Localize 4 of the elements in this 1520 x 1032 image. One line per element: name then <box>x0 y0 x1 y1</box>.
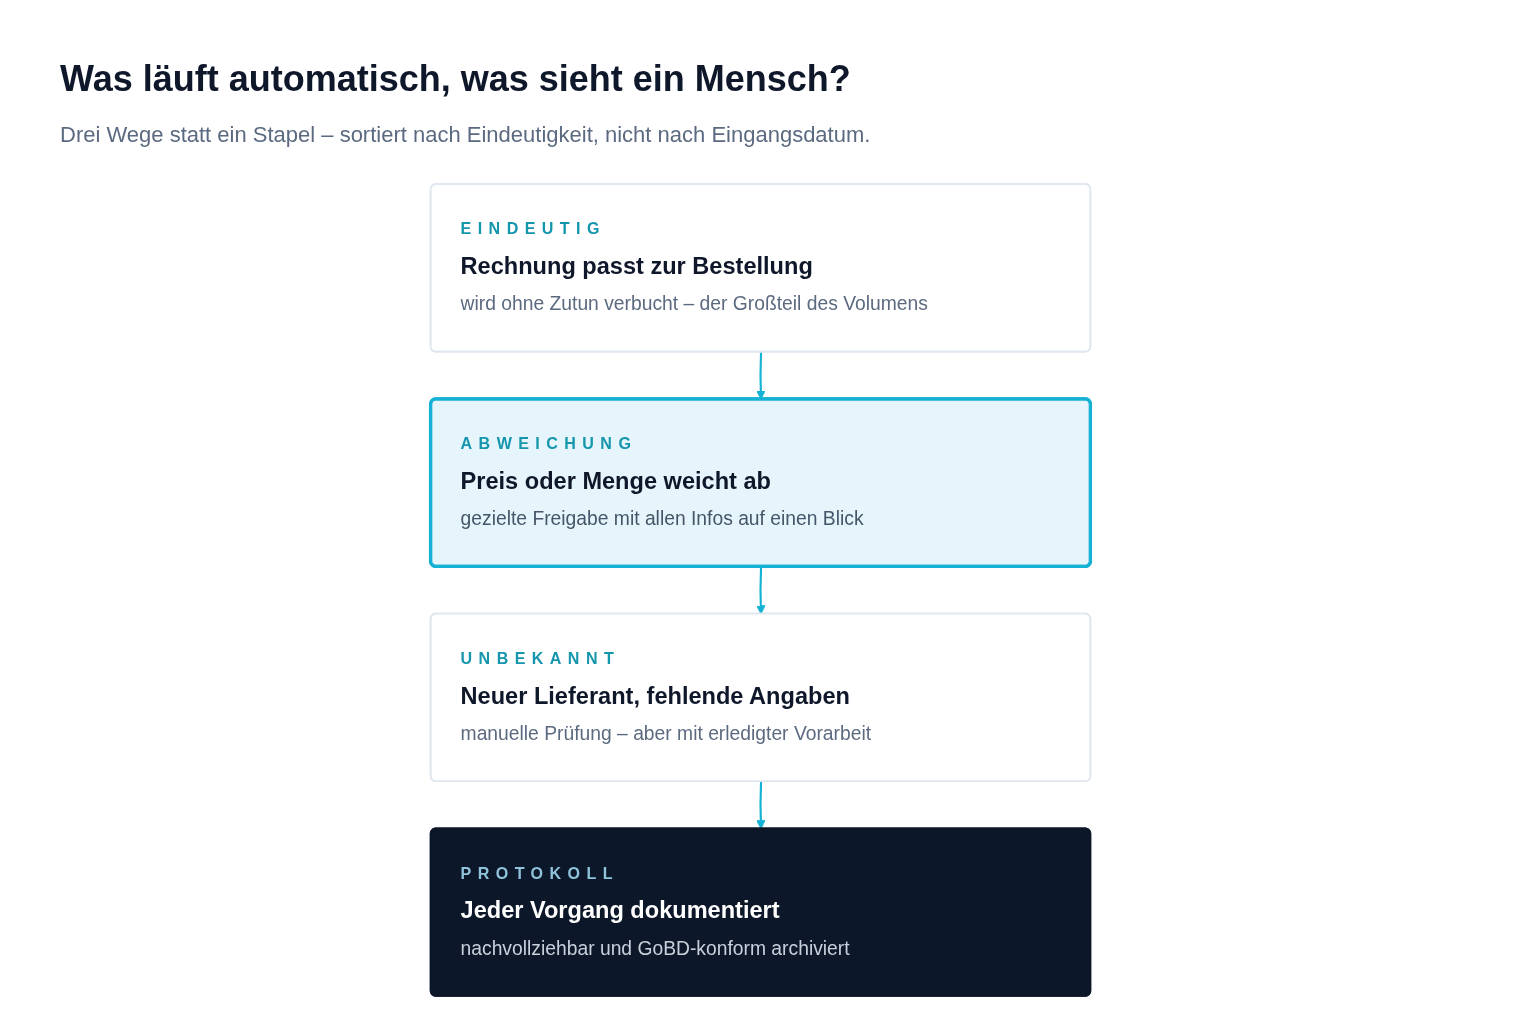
diagram-title: Was läuft automatisch, was sieht ein Mensch? <box>60 58 851 100</box>
diagram-subtitle: Drei Wege statt ein Stapel – sortiert nach Eindeutigkeit, nicht nach Eingangsdatum. <box>60 122 871 148</box>
arrow <box>755 566 766 615</box>
arrow <box>755 781 766 830</box>
